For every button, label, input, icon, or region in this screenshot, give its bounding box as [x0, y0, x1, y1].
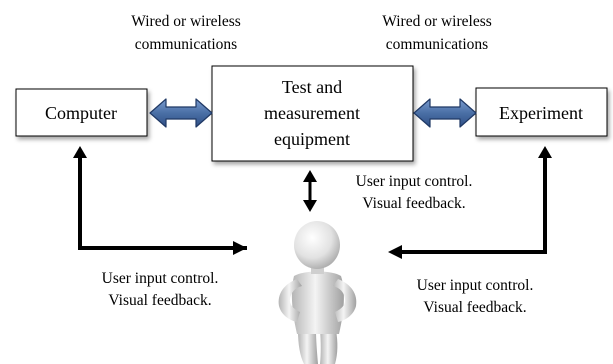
- left-link-label-line-1: Wired or wireless: [131, 13, 241, 30]
- right-feedback-label: User input control. Visual feedback.: [417, 277, 534, 316]
- left-feedback-label-line-2: Visual feedback.: [108, 292, 211, 309]
- user-figure-icon: [278, 221, 357, 364]
- right-link-label-line-1: Wired or wireless: [382, 13, 492, 30]
- right-feedback-label-line-1: User input control.: [417, 277, 534, 294]
- left-link-arrow: [149, 98, 213, 128]
- experiment-box-frame: [475, 87, 608, 137]
- computer-box-label: Computer: [45, 103, 117, 123]
- equipment-box: Test and measurement equipment: [211, 65, 414, 162]
- right-feedback-arrow: [388, 146, 552, 259]
- experiment-box-label: Experiment: [499, 103, 583, 123]
- center-feedback-label-line-1: User input control.: [356, 173, 473, 190]
- equipment-box-label-line-3: equipment: [274, 129, 350, 149]
- computer-box: Computer: [15, 88, 148, 137]
- computer-box-frame: [15, 88, 148, 137]
- experiment-box: Experiment: [475, 87, 608, 137]
- right-link-label: Wired or wireless communications: [382, 13, 492, 53]
- left-feedback-label: User input control. Visual feedback.: [102, 270, 219, 309]
- center-feedback-arrow: [303, 170, 317, 212]
- equipment-box-frame: [211, 65, 414, 162]
- left-link-label: Wired or wireless communications: [131, 13, 241, 53]
- center-feedback-label-line-2: Visual feedback.: [362, 195, 465, 212]
- left-link-label-line-2: communications: [135, 36, 237, 53]
- equipment-box-label-line-2: measurement: [264, 103, 360, 123]
- center-feedback-label: User input control. Visual feedback.: [356, 173, 473, 212]
- right-feedback-label-line-2: Visual feedback.: [423, 299, 526, 316]
- right-link-label-line-2: communications: [386, 36, 488, 53]
- left-feedback-label-line-1: User input control.: [102, 270, 219, 287]
- equipment-box-label-line-1: Test and: [282, 77, 342, 97]
- left-feedback-arrow: [73, 146, 247, 255]
- right-link-arrow: [413, 98, 477, 128]
